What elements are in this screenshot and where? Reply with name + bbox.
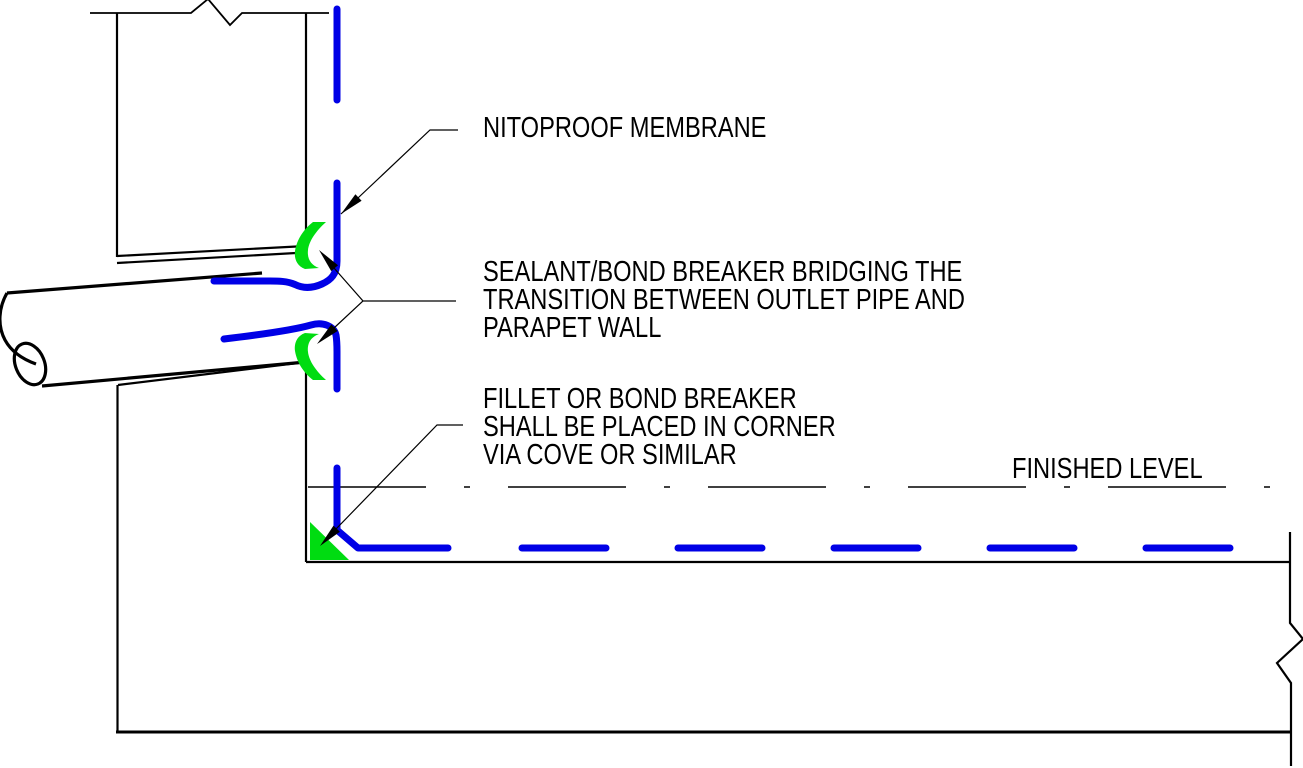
corner-fillet-triangle — [310, 522, 349, 560]
fillet-label-line2: SHALL BE PLACED IN CORNER — [483, 411, 836, 443]
membrane-pipe-top-transition — [210, 179, 341, 291]
pipe-hole-top-edge — [116, 251, 297, 265]
pipe-opening-ellipse — [12, 341, 48, 387]
leader-lines — [317, 129, 463, 546]
sealant-lower-blob — [294, 333, 326, 380]
upper-wall-bottom-edge — [116, 244, 307, 258]
sealant-lower-arrowhead — [317, 324, 338, 344]
sealant-upper-blob — [294, 222, 326, 269]
fillet-leader-arrowhead — [320, 525, 340, 546]
sealant-leader-line — [333, 267, 456, 329]
fillet-label-line3: VIA COVE OR SIMILAR — [483, 439, 737, 471]
fillet-label-line1: FILLET OR BOND BREAKER — [483, 383, 797, 415]
pipe-bottom-line — [41, 360, 307, 388]
pipe-top-line — [6, 271, 263, 295]
sealant-upper-arrowhead — [319, 250, 338, 272]
sealant-label-line2: TRANSITION BETWEEN OUTLET PIPE AND — [483, 284, 965, 316]
pipe-end-curve — [0, 292, 37, 366]
sealant-shapes — [294, 222, 349, 560]
membrane-leader-arrowhead — [341, 194, 362, 214]
sealant-label-line1: SEALANT/BOND BREAKER BRIDGING THE — [483, 256, 963, 288]
membrane-pipe-bottom-transition — [220, 320, 341, 393]
fillet-leader-line — [335, 424, 463, 530]
slab-right-break-line — [1275, 532, 1303, 766]
parapet-wall-outline — [90, 0, 329, 732]
outlet-pipe-outline — [0, 271, 307, 388]
floor-slab-outline — [116, 532, 1303, 766]
wall-top-break-line — [90, 0, 329, 27]
membrane-floor-corner-segment — [333, 464, 452, 552]
membrane-lines — [210, 5, 1294, 552]
finished-level-label: FINISHED LEVEL — [1012, 453, 1203, 485]
membrane-label: NITOPROOF MEMBRANE — [483, 112, 767, 144]
sealant-label-line3: PARAPET WALL — [483, 312, 662, 344]
membrane-leader-line — [340, 129, 458, 215]
